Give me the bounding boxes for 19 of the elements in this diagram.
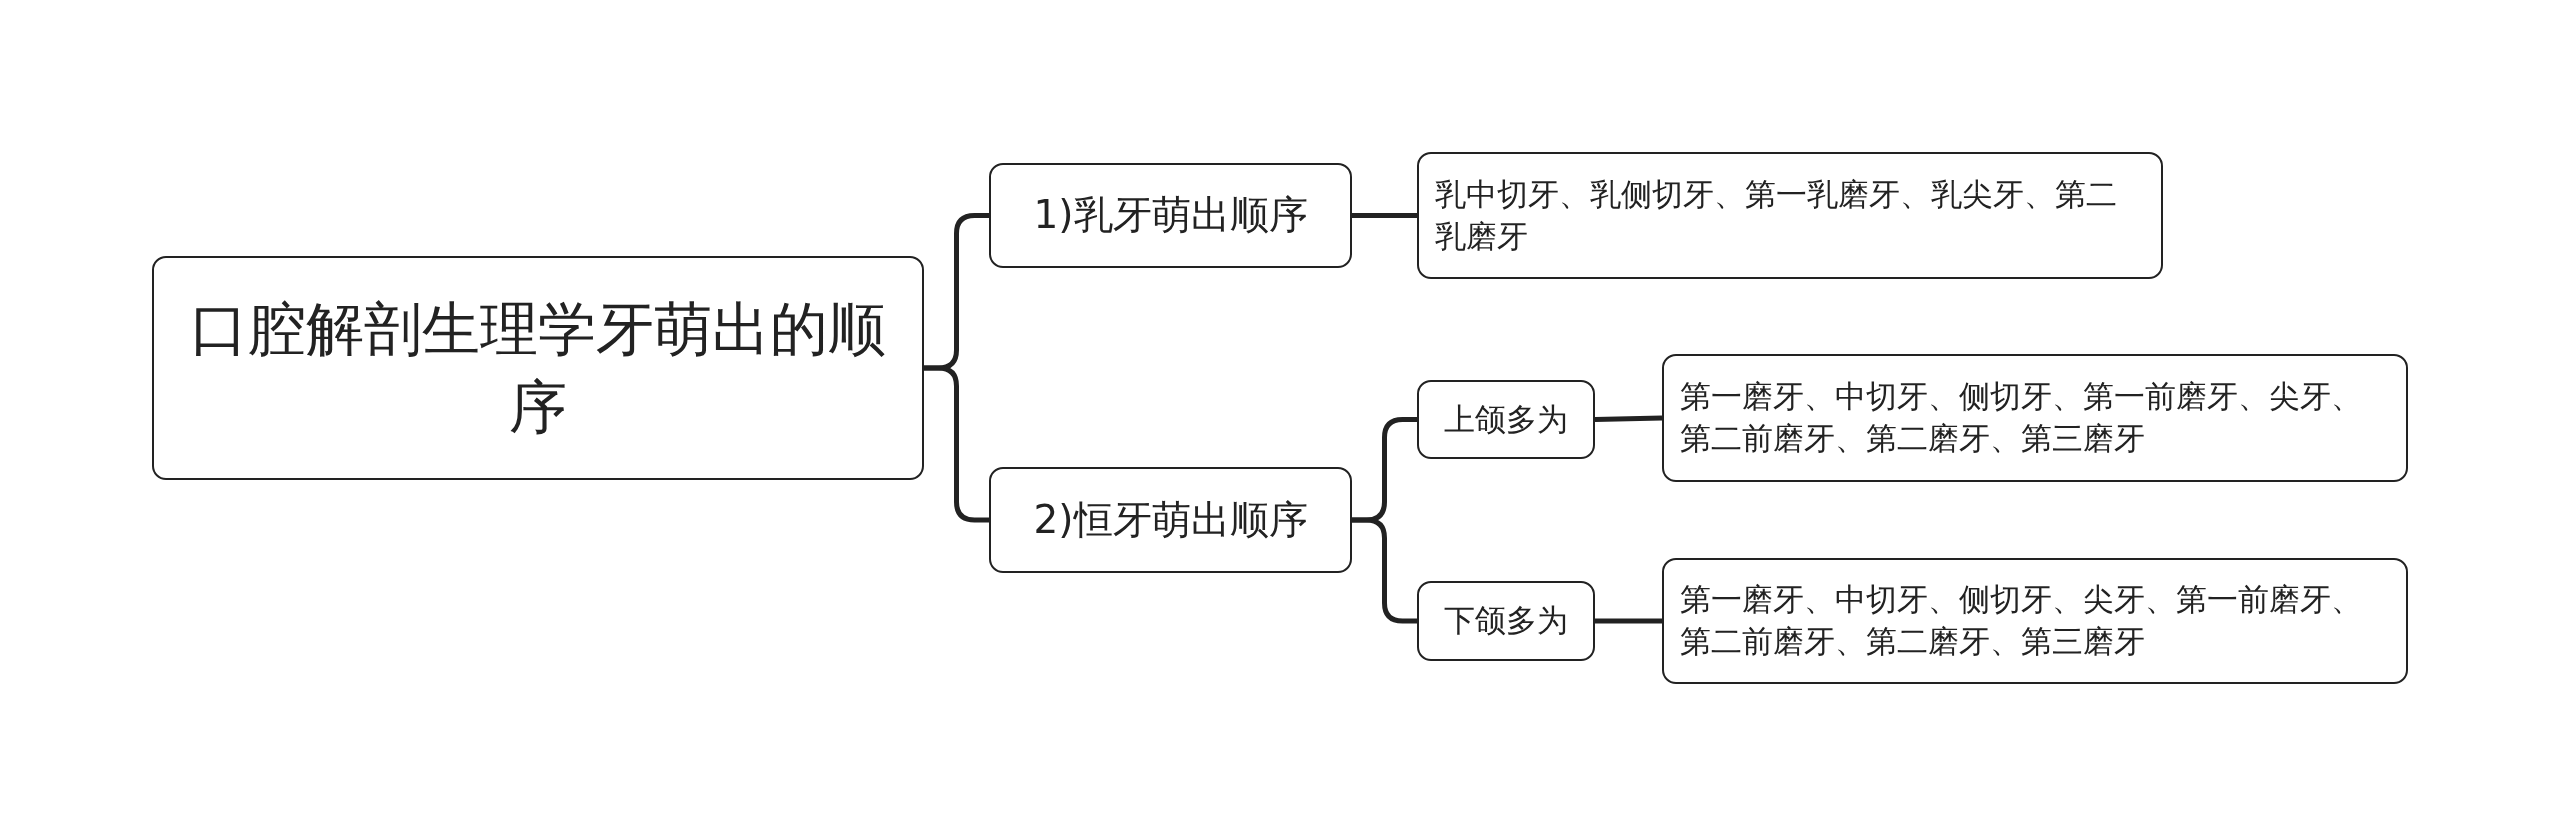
node-text: 口腔解剖生理学牙萌出的顺序 <box>189 293 887 443</box>
node-text: 乳中切牙、乳侧切牙、第一乳磨牙、乳尖牙、第二乳磨牙 <box>1435 174 2118 256</box>
node-text: 2)恒牙萌出顺序 <box>1032 495 1309 544</box>
node-text: 1)乳牙萌出顺序 <box>1032 191 1309 240</box>
leaf-box <box>1662 354 2408 482</box>
subtopic-box <box>1417 380 1595 459</box>
node-text: 第一磨牙、中切牙、侧切牙、第一前磨牙、尖牙、第二前磨牙、第二磨牙、第三磨牙 <box>1680 377 2363 458</box>
subtopic-box <box>1417 581 1595 661</box>
node-text: 下颌多为 <box>1443 601 1569 641</box>
connector-line <box>1594 415 1663 422</box>
connector-line <box>1595 618 1662 624</box>
connector-line <box>1352 213 1417 218</box>
leaf-box <box>1662 558 2408 684</box>
topic-box <box>989 163 1352 268</box>
topic-box <box>989 467 1352 573</box>
root-topic-box <box>152 256 924 480</box>
leaf-box <box>1417 152 2163 279</box>
node-text: 上颌多为 <box>1443 399 1569 439</box>
node-text: 第一磨牙、中切牙、侧切牙、尖牙、第一前磨牙、第二前磨牙、第二磨牙、第三磨牙 <box>1680 580 2363 661</box>
